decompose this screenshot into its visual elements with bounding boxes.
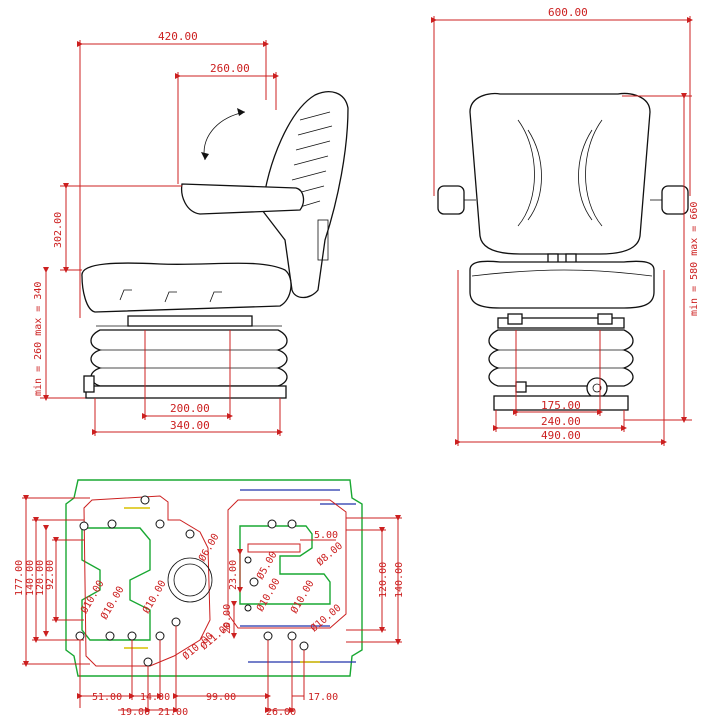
plan-hole-d-label: Ø6.00 [196, 531, 221, 563]
front-backrest [469, 92, 651, 255]
plan-height-outer-label: 177.00 [14, 560, 25, 596]
side-base-outer-label: 340.00 [170, 419, 210, 432]
side-armrest [180, 183, 305, 215]
side-suspension-bellows [90, 329, 288, 387]
plan-dim-5-label: 5.00 [314, 530, 338, 541]
plan-height-1-label: 140.00 [25, 560, 36, 596]
side-base-inner-label: 200.00 [170, 402, 210, 415]
plan-center-pivot [167, 557, 213, 603]
front-height-range-label: min = 580 max = 660 [689, 202, 700, 316]
front-base-outer-label: 490.00 [541, 429, 581, 442]
plan-bottom-26-label: 26.00 [266, 707, 296, 718]
plan-height-2-label: 120.00 [35, 560, 46, 596]
plan-hole-k-label: Ø10.00 [308, 602, 343, 634]
plan-bottom-21-label: 21.00 [158, 707, 188, 718]
plan-bottom-14-label: 14.00 [140, 692, 170, 703]
plan-right-1-label: 120.00 [378, 562, 389, 598]
front-suspension-bellows [488, 329, 634, 387]
front-armrest-left [437, 185, 465, 215]
side-view: 420.00 260.00 302.00 min = 260 max = 340 [33, 30, 349, 436]
plan-hole-e-label: Ø5.00 [254, 549, 279, 581]
plan-hole-c-label: Ø10.00 [140, 578, 168, 615]
plan-view: 177.00 140.00 120.00 92.00 120.00 140.00… [14, 479, 405, 718]
plan-hole-f-label: Ø8.00 [314, 540, 345, 569]
front-base-mid-label: 240.00 [541, 415, 581, 428]
plan-dim-23-label: 23.00 [228, 560, 239, 590]
side-seat-cushion [81, 262, 292, 313]
side-backrest [261, 91, 349, 299]
plan-dim-20-label: 20.00 [222, 604, 233, 634]
plan-hole-h-label: Ø10.00 [288, 578, 316, 615]
recline-arrow-icon [203, 111, 246, 161]
plan-bracket-right [227, 499, 347, 629]
front-width-total-label: 600.00 [548, 6, 588, 19]
side-slide-rail [127, 315, 253, 327]
side-base-plate [85, 385, 287, 399]
plan-bottom-51-label: 51.00 [92, 692, 122, 703]
plan-right-2-label: 140.00 [394, 562, 405, 598]
plan-height-3-label: 92.00 [45, 560, 56, 590]
plan-bottom-17-label: 17.00 [308, 692, 338, 703]
side-depth-backrest-label: 260.00 [210, 62, 250, 75]
front-base-inner-label: 175.00 [541, 399, 581, 412]
plan-bottom-99-label: 99.00 [206, 692, 236, 703]
front-seat-cushion [469, 260, 655, 309]
front-view: 600.00 min = 580 max = 660 [431, 6, 700, 446]
side-height-range-label: min = 260 max = 340 [33, 282, 44, 396]
side-depth-total-label: 420.00 [158, 30, 198, 43]
plan-bracket-left [83, 495, 211, 667]
plan-bottom-19-label: 19.00 [120, 707, 150, 718]
side-armrest-height-label: 302.00 [53, 212, 64, 248]
front-adjust-knob-icon [586, 377, 608, 399]
plan-outline-green [65, 479, 363, 677]
